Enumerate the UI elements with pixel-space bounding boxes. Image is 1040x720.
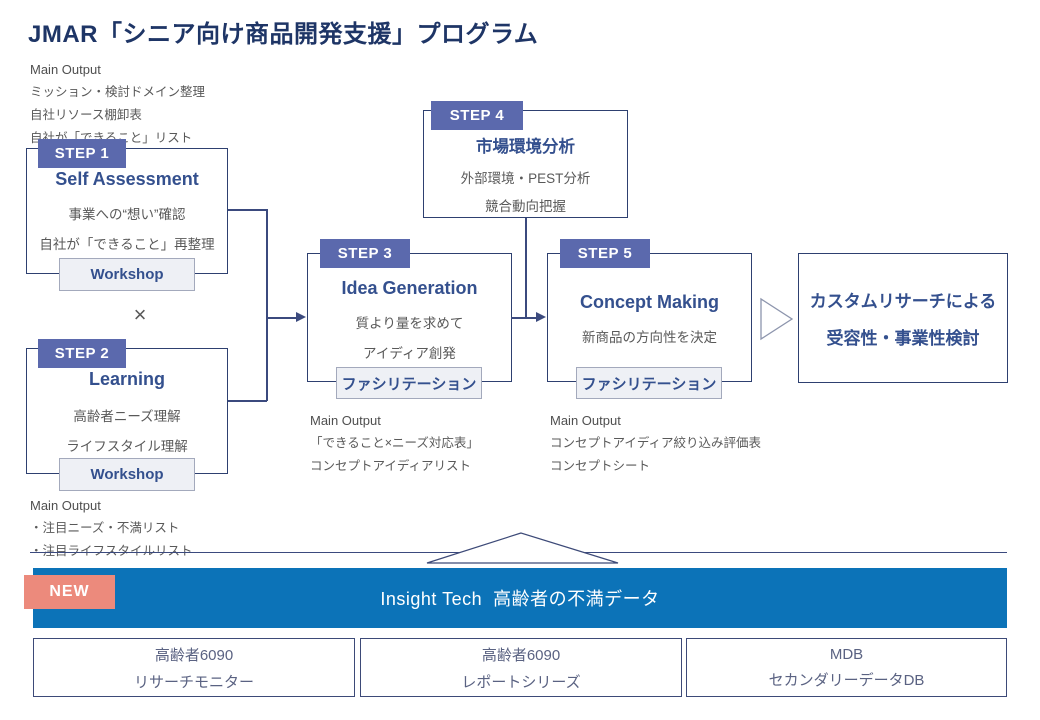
data-source-line: セカンダリーデータDB: [768, 671, 925, 689]
step5-facilitation-tag: ファシリテーション: [576, 367, 722, 399]
connector-step4-down: [525, 218, 527, 318]
connector-vertical-join: [266, 209, 268, 401]
chevron-right-icon: [760, 297, 794, 341]
main-output-line: コンセプトアイディアリスト: [310, 459, 472, 473]
main-output-heading: Main Output: [310, 413, 381, 428]
connector-step1-right: [228, 209, 267, 211]
step5-title: Concept Making: [579, 292, 719, 312]
main-output-line: ・注目ニーズ・不満リスト: [30, 521, 180, 535]
step3-line: アイディア創発: [363, 346, 456, 361]
arrowhead-into-step5: [536, 312, 546, 322]
data-source-line: 高齢者6090: [154, 646, 234, 664]
step4-line: 外部環境・PEST分析: [460, 171, 591, 186]
multiply-connector: ×: [133, 302, 147, 327]
new-badge: NEW: [24, 575, 115, 609]
step4-title: 市場環境分析: [476, 138, 575, 156]
data-source-line: 高齢者6090: [481, 646, 561, 664]
step2-badge: STEP 2: [38, 339, 126, 368]
main-output-below-step2: Main Output ・注目ニーズ・不満リスト ・注目ライフスタイルリスト: [30, 498, 193, 559]
step5-line: 新商品の方向性を決定: [582, 330, 717, 345]
data-source-line: レポートシリーズ: [461, 673, 581, 691]
custom-research-box: カスタムリサーチによる 受容性・事業性検討: [798, 253, 1008, 383]
step4-line: 競合動向把握: [485, 199, 566, 214]
step2-title: Learning: [88, 369, 165, 389]
main-output-line: 「できること×ニーズ対応表」: [310, 436, 479, 450]
main-output-line: 自社リソース棚卸表: [30, 108, 142, 122]
main-output-line: ・注目ライフスタイルリスト: [30, 544, 193, 558]
step1-workshop-tag: Workshop: [59, 258, 195, 291]
connector-arrow-step5-line: [511, 317, 537, 319]
main-output-top-left: Main Output ミッション・検討ドメイン整理 自社リソース棚卸表 自社が…: [30, 62, 205, 146]
step1-title: Self Assessment: [55, 169, 199, 189]
step2-line: ライフスタイル理解: [66, 439, 188, 454]
main-output-line: コンセプトアイディア絞り込み評価表: [550, 436, 762, 450]
step1-line: 事業への“想い”確認: [68, 207, 186, 222]
main-output-below-step5: Main Output コンセプトアイディア絞り込み評価表 コンセプトシート: [550, 413, 761, 474]
step1-badge: STEP 1: [38, 139, 126, 168]
insight-tech-banner-label: Insight Tech 高齢者の不満データ: [380, 589, 660, 609]
data-source-line: MDB: [829, 645, 864, 663]
data-source-box: 高齢者6090 リサーチモニター: [33, 638, 355, 697]
step2-box: Learning 高齢者ニーズ理解 ライフスタイル理解: [26, 348, 228, 474]
step2-line: 高齢者ニーズ理解: [73, 409, 181, 424]
main-output-below-step3: Main Output 「できること×ニーズ対応表」 コンセプトアイディアリスト: [310, 413, 479, 474]
step3-badge: STEP 3: [320, 239, 410, 268]
step3-facilitation-tag: ファシリテーション: [336, 367, 482, 399]
main-output-heading: Main Output: [30, 62, 101, 77]
data-source-box: 高齢者6090 レポートシリーズ: [360, 638, 682, 697]
arrowhead-into-step3: [296, 312, 306, 322]
step2-workshop-tag: Workshop: [59, 458, 195, 491]
main-output-heading: Main Output: [550, 413, 621, 428]
data-source-line: リサーチモニター: [133, 673, 254, 691]
step3-line: 質より量を求めて: [355, 316, 464, 331]
step1-box: Self Assessment 事業への“想い”確認 自社が「できること」再整理: [26, 148, 228, 274]
insight-tech-banner: Insight Tech 高齢者の不満データ: [33, 568, 1007, 628]
data-source-box: MDB セカンダリーデータDB: [686, 638, 1007, 697]
step5-box: Concept Making 新商品の方向性を決定: [547, 253, 752, 382]
funnel-up-triangle-icon: [426, 532, 619, 564]
custom-research-line: 受容性・事業性検討: [826, 329, 980, 348]
step3-box: Idea Generation 質より量を求めて アイディア創発: [307, 253, 512, 382]
connector-arrow-step3-line: [266, 317, 297, 319]
custom-research-line: カスタムリサーチによる: [809, 292, 997, 311]
page-title: JMAR「シニア向け商品開発支援」プログラム: [28, 21, 539, 48]
main-output-heading: Main Output: [30, 498, 101, 513]
step1-line: 自社が「できること」再整理: [39, 237, 215, 252]
step4-badge: STEP 4: [431, 101, 523, 130]
main-output-line: コンセプトシート: [550, 459, 651, 473]
main-output-line: ミッション・検討ドメイン整理: [30, 85, 206, 99]
step5-badge: STEP 5: [560, 239, 650, 268]
connector-step2-right: [228, 400, 267, 402]
step3-title: Idea Generation: [341, 278, 478, 298]
